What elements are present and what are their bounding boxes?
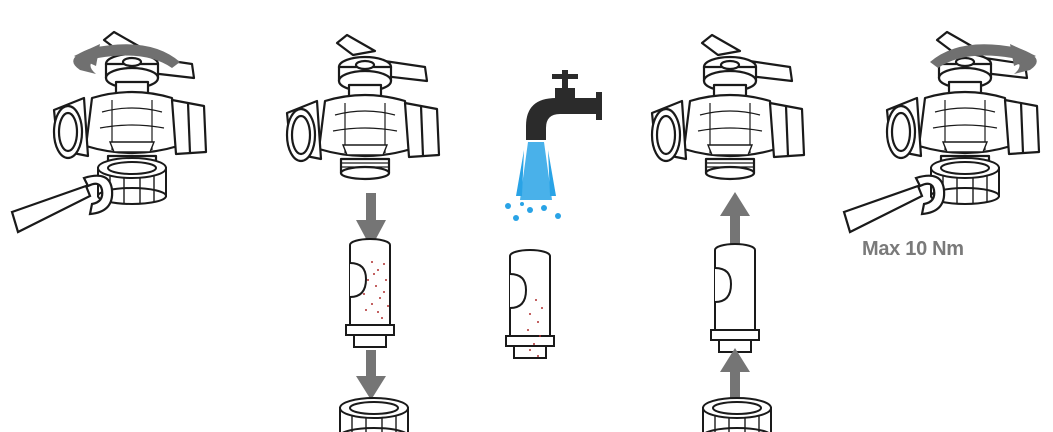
step-reinsert-filter [652, 35, 804, 432]
arrow-up-icon [720, 192, 750, 248]
nut-cap-icon [703, 398, 771, 432]
step-rinse-filter [505, 70, 602, 358]
filter-cartridge-icon [711, 244, 759, 352]
step-remove-filter [287, 35, 439, 432]
arrow-down-icon [356, 350, 386, 400]
wrench-icon [12, 176, 112, 232]
arrow-up-icon [720, 348, 750, 398]
nut-cap-icon [340, 398, 408, 432]
step-unscrew-cap [12, 32, 206, 232]
valve-icon [287, 35, 439, 179]
water-spray-icon [505, 142, 561, 221]
valve-icon [652, 35, 804, 179]
wrench-icon [844, 176, 944, 232]
filter-cartridge-icon [346, 239, 394, 347]
step-tighten-cap [844, 32, 1039, 232]
torque-limit-label: Max 10 Nm [862, 238, 964, 261]
filter-cartridge-icon [506, 250, 554, 358]
faucet-icon [526, 70, 602, 140]
